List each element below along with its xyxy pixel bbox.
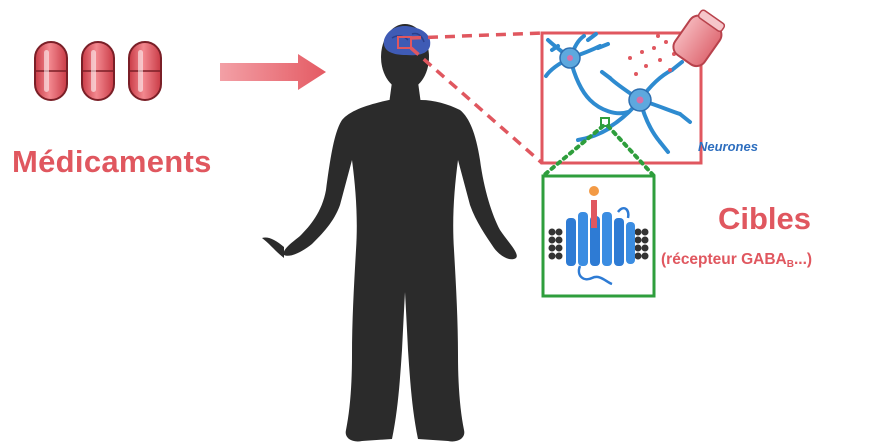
targets-label: Cibles (718, 201, 811, 237)
receptor-label-subscript: B (787, 259, 794, 270)
neurons-label: Neurones (698, 139, 758, 154)
receptor-label-prefix: (récepteur GABA (661, 251, 787, 268)
receptor-zoom-box (543, 176, 654, 296)
receptor-label-suffix: ...) (794, 251, 812, 268)
ligand-icon (589, 186, 599, 196)
receptor-label: (récepteur GABAB...) (661, 251, 812, 270)
capsule-icon (129, 42, 161, 100)
capsule-icon (35, 42, 67, 100)
brain-icon (384, 26, 431, 55)
capsule-icon (82, 42, 114, 100)
capsules-group (35, 42, 161, 100)
arrow-right-icon (220, 54, 326, 90)
medications-label: Médicaments (12, 144, 212, 180)
ligand-stem (591, 200, 597, 228)
